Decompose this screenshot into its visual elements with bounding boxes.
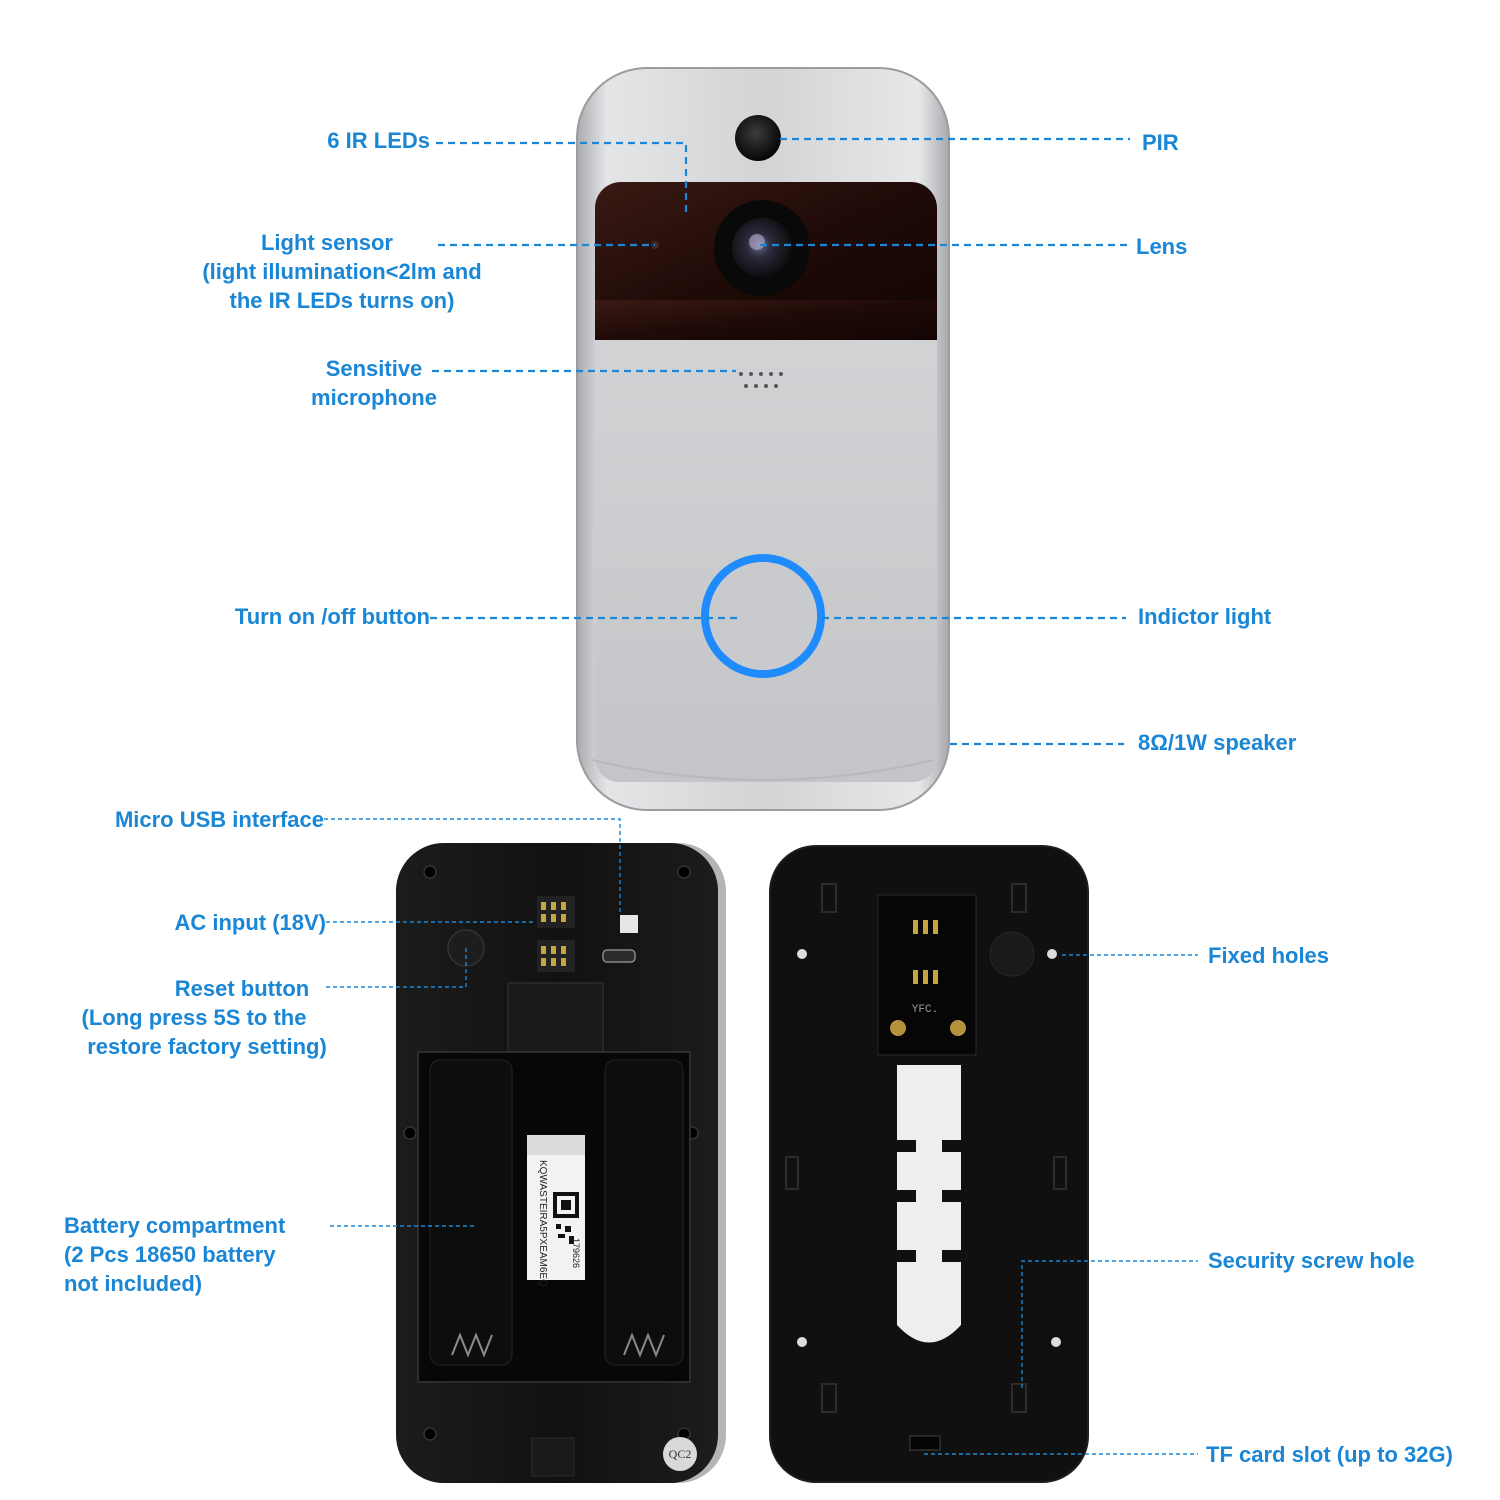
label-light-sensor: Light sensor (light illumination<2lm and…	[160, 228, 524, 315]
label-light-sensor-line3: the IR LEDs turns on)	[229, 288, 455, 313]
label-microphone-line2: microphone	[311, 385, 437, 410]
label-fixed-holes: Fixed holes	[1208, 943, 1330, 968]
ac-terminals	[537, 896, 575, 972]
fixed-holes	[797, 949, 1061, 1347]
sticker-number: 179626	[571, 1238, 581, 1268]
indicator-ring	[701, 554, 825, 678]
label-battery: Battery compartment (2 Pcs 18650 battery…	[64, 1211, 285, 1298]
label-micro-usb: Micro USB interface	[114, 807, 324, 832]
label-light-sensor-line2: (light illumination<2lm and	[202, 259, 482, 284]
doorbell-back: KQWASTEIRA5PXEAM6EQ 179626 QC2	[396, 843, 726, 1483]
micro-usb-port	[602, 949, 636, 963]
round-boss	[989, 931, 1035, 977]
label-reset-button-line1: Reset button	[174, 976, 310, 1001]
label-indicator-light: Indictor light	[1138, 604, 1272, 629]
label-lens: Lens	[1136, 234, 1188, 259]
label-microphone-line1: Sensitive	[325, 356, 423, 381]
qc-stamp-text: QC2	[669, 1447, 692, 1461]
battery-springs	[451, 1332, 665, 1358]
label-power-button: Turn on /off button	[234, 604, 430, 629]
label-battery-line2: (2 Pcs 18650 battery	[64, 1242, 276, 1267]
power-button	[709, 562, 817, 670]
usb-port-marker	[620, 915, 638, 933]
bracket-contacts	[913, 920, 938, 984]
label-reset-button: Reset button (Long press 5S to the resto…	[62, 974, 352, 1061]
qc-stamp	[663, 1437, 697, 1471]
label-reset-button-line2: (Long press 5S to the	[81, 1005, 307, 1030]
label-speaker: 8Ω/1W speaker	[1138, 730, 1297, 755]
leader-lines	[324, 137, 1198, 1455]
label-light-sensor-line1: Light sensor	[260, 230, 393, 255]
label-battery-line1: Battery compartment	[64, 1213, 286, 1238]
label-reset-button-line3: restore factory setting)	[87, 1034, 327, 1059]
tf-card-slot	[909, 1435, 941, 1451]
microphone-holes	[739, 372, 783, 388]
label-security-screw: Security screw hole	[1208, 1248, 1415, 1273]
label-ac-input: AC input (18V)	[174, 910, 326, 935]
speaker-edge	[591, 759, 935, 781]
mounting-bracket: YFC.	[769, 845, 1089, 1483]
bracket-print: YFC.	[912, 1004, 938, 1016]
label-ir-leds: 6 IR LEDs	[327, 128, 430, 153]
bracket-slot	[897, 1065, 961, 1343]
qr-code	[553, 1192, 579, 1244]
doorbell-front	[576, 67, 950, 811]
label-battery-line3: not included)	[64, 1271, 203, 1296]
bracket-clips	[785, 883, 1067, 1413]
pir-sensor	[735, 115, 781, 161]
sticker-code: KQWASTEIRA5PXEAM6EQ	[537, 1160, 548, 1287]
label-pir: PIR	[1142, 130, 1179, 155]
label-tf-slot: TF card slot (up to 32G)	[1206, 1442, 1453, 1467]
label-microphone: Sensitive microphone	[282, 354, 466, 412]
